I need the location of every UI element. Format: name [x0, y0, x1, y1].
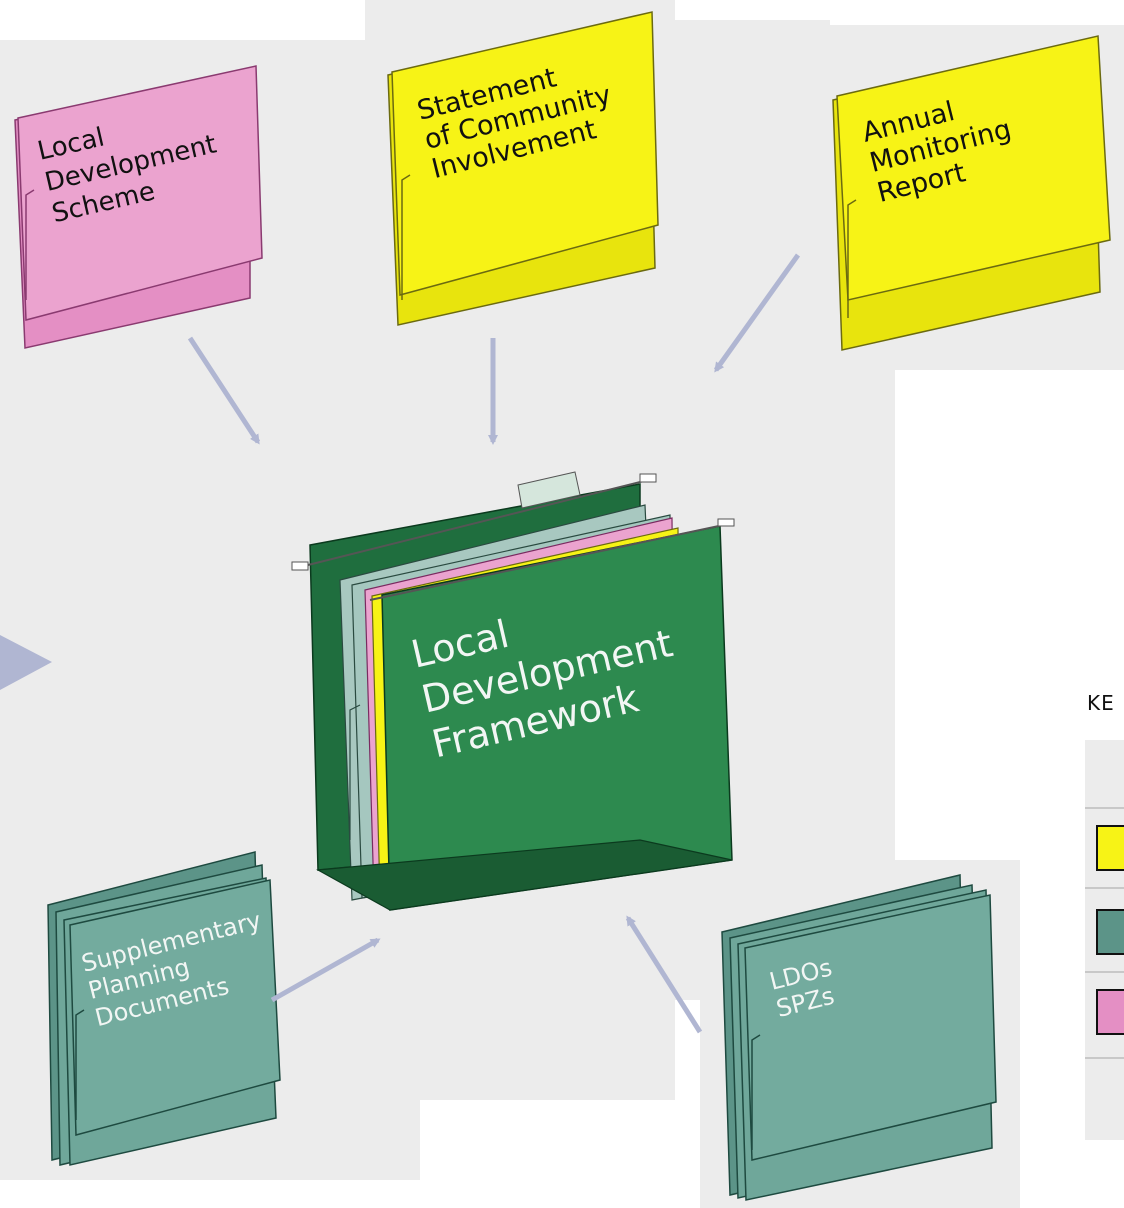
- arrow-from-amr: [713, 253, 801, 373]
- arrows: [187, 253, 801, 1034]
- key-panel: KE: [1085, 680, 1124, 1140]
- key-swatch-teal: [1096, 909, 1124, 955]
- folder-statement-of-community-involvement: Statement of Community Involvement: [387, 11, 659, 326]
- folder-annual-monitoring-report: Annual Monitoring Report: [832, 35, 1111, 351]
- folder-ldos-spzs: LDOs SPZs: [721, 874, 997, 1201]
- arrow-from-spd: [270, 937, 381, 1003]
- arrow-left-edge: [0, 635, 52, 690]
- key-swatch-yellow: [1096, 825, 1124, 871]
- center-local-development-framework: Local Development Framework: [291, 471, 735, 911]
- key-swatch-pink: [1096, 989, 1124, 1035]
- arrow-from-lds: [187, 336, 261, 445]
- folder-local-development-scheme: Local Development Scheme: [14, 65, 263, 349]
- arrow-from-ldos: [625, 915, 703, 1034]
- folder-supplementary-planning-documents: Supplementary Planning Documents: [47, 851, 281, 1166]
- key-title: KE: [1087, 691, 1115, 715]
